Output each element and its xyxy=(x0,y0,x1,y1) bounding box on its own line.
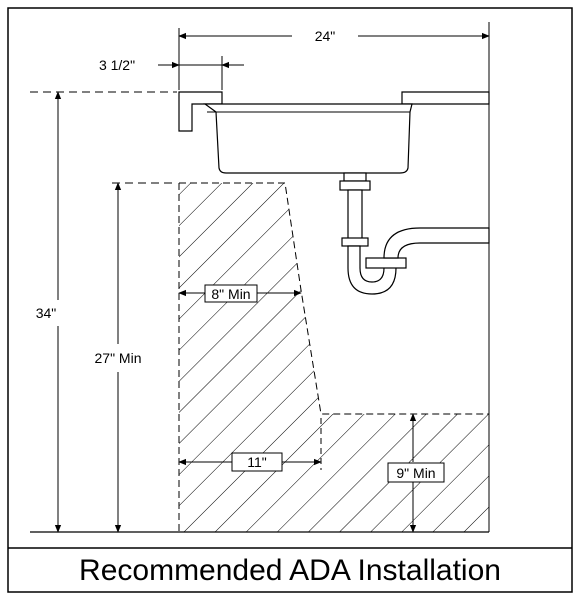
dim-label-3-1-2: 3 1/2" xyxy=(99,57,135,73)
dim-8-box xyxy=(204,284,258,303)
dim-label-34: 34" xyxy=(36,305,57,321)
dim-label-24: 24" xyxy=(315,28,336,44)
diagram-caption: Recommended ADA Installation xyxy=(79,554,501,587)
sink-bowl xyxy=(203,103,413,174)
dim-label-11: 11" xyxy=(247,454,267,470)
countertop-front xyxy=(178,91,223,132)
dim-label-27-min: 27" Min xyxy=(95,350,142,366)
dim-label-8-min: 8" Min xyxy=(211,286,250,302)
outer-frame xyxy=(7,7,573,593)
dim-9-box xyxy=(387,462,445,483)
dim-label-9-min: 9" Min xyxy=(396,465,435,481)
extension-lines xyxy=(30,28,223,184)
clearance-hatch xyxy=(179,183,489,532)
drain-assembly xyxy=(339,172,490,295)
countertop-rear xyxy=(401,91,490,105)
dim-11-box xyxy=(231,452,283,472)
